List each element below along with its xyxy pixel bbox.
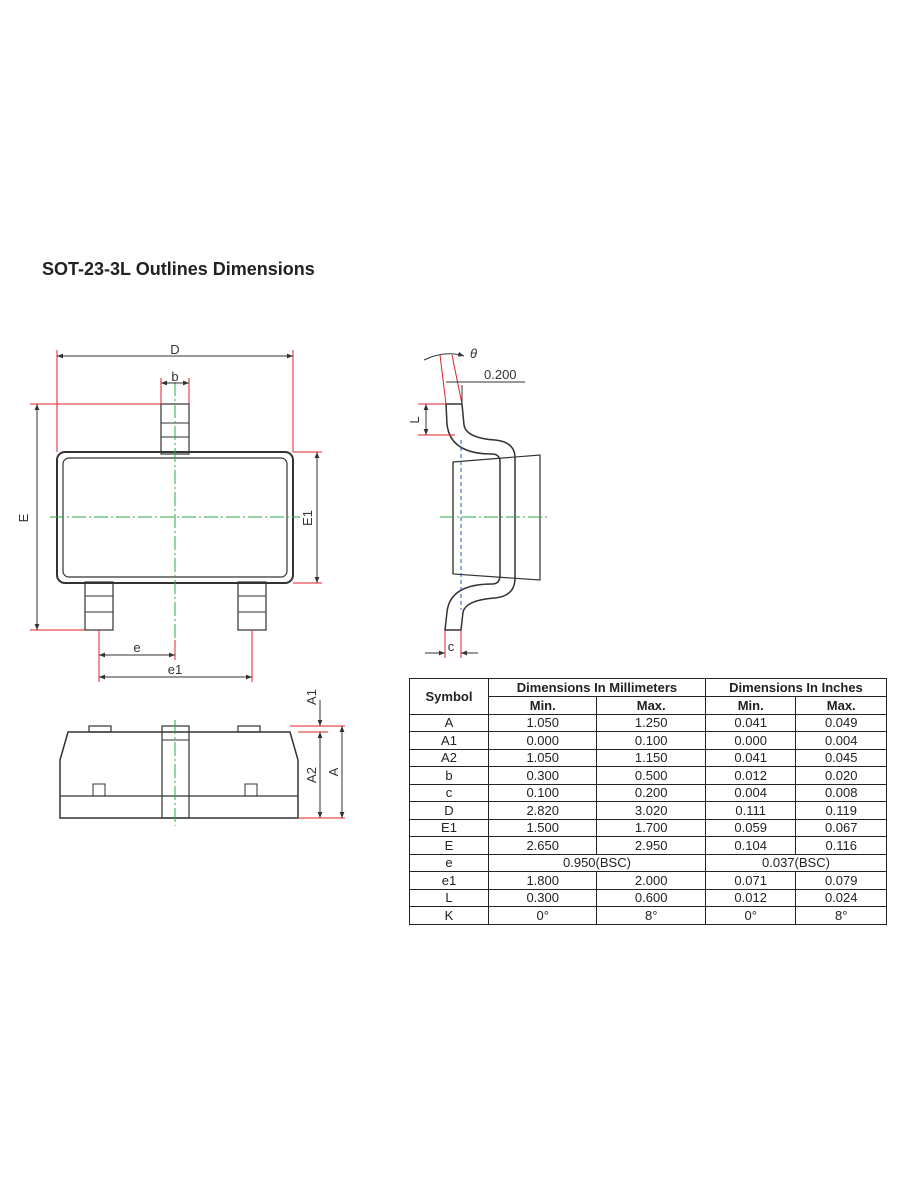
symbol-cell: b — [409, 766, 489, 785]
in-max-cell: 0.004 — [795, 731, 887, 750]
mm-bsc-cell: 0.950(BSC) — [488, 853, 706, 872]
mm-max-cell: 0.200 — [596, 783, 706, 802]
label-D: D — [170, 342, 179, 357]
symbol-cell: L — [409, 888, 489, 907]
label-e: e — [133, 640, 140, 655]
mm-min-cell: 2.820 — [487, 801, 598, 820]
in-min-cell: 0.071 — [704, 871, 797, 890]
mm-min-cell: 1.800 — [487, 871, 598, 890]
mm-max-cell: 3.020 — [596, 801, 706, 820]
mm-max-cell: 0.500 — [596, 766, 706, 785]
inch-header: Dimensions In Inches — [704, 678, 888, 697]
label-A2: A2 — [304, 767, 319, 783]
in-max-cell: 0.119 — [795, 801, 887, 820]
label-coplanarity: 0.200 — [484, 367, 517, 382]
mm-max-cell: 0.600 — [596, 888, 706, 907]
mm-max-cell: 8° — [596, 906, 706, 925]
mm-max-cell: 2.950 — [596, 836, 706, 855]
in-max-cell: 0.067 — [795, 818, 887, 837]
label-A1: A1 — [304, 689, 319, 705]
mm-max-cell: 2.000 — [596, 871, 706, 890]
in-min-header: Min. — [704, 696, 797, 715]
in-max-cell: 0.079 — [795, 871, 887, 890]
symbol-cell: A — [409, 713, 489, 732]
mm-min-cell: 0° — [487, 906, 598, 925]
dimensions-table: Symbol Dimensions In Millimeters Dimensi… — [409, 678, 888, 925]
in-min-cell: 0.012 — [704, 766, 797, 785]
mm-min-cell: 2.650 — [487, 836, 598, 855]
in-min-cell: 0.111 — [704, 801, 797, 820]
front-view: A1 A2 A — [59, 689, 345, 826]
in-min-cell: 0.059 — [704, 818, 797, 837]
in-max-cell: 0.049 — [795, 713, 887, 732]
symbol-cell: e — [409, 853, 489, 872]
mm-min-cell: 1.050 — [487, 748, 598, 767]
mm-min-cell: 0.300 — [487, 766, 598, 785]
in-max-cell: 0.045 — [795, 748, 887, 767]
in-min-cell: 0.041 — [704, 748, 797, 767]
in-min-cell: 0.012 — [704, 888, 797, 907]
label-c: c — [448, 639, 455, 654]
side-view: θ 0.200 L c — [407, 346, 548, 658]
in-max-header: Max. — [795, 696, 887, 715]
symbol-cell: E1 — [409, 818, 489, 837]
label-b: b — [171, 369, 178, 384]
mm-header: Dimensions In Millimeters — [488, 678, 706, 697]
symbol-cell: E — [409, 836, 489, 855]
mm-min-cell: 0.100 — [487, 783, 598, 802]
mm-max-cell: 1.700 — [596, 818, 706, 837]
front-body — [59, 731, 299, 819]
in-max-cell: 0.020 — [795, 766, 887, 785]
in-max-cell: 0.008 — [795, 783, 887, 802]
in-max-cell: 0.024 — [795, 888, 887, 907]
in-min-cell: 0.004 — [704, 783, 797, 802]
mm-max-header: Max. — [596, 696, 706, 715]
mm-max-cell: 0.100 — [596, 731, 706, 750]
top-view: D b E E1 e e1 — [16, 342, 322, 682]
symbol-cell: D — [409, 801, 489, 820]
page-title: SOT-23-3L Outlines Dimensions — [42, 259, 315, 279]
mm-min-cell: 1.050 — [487, 713, 598, 732]
mm-min-cell: 1.500 — [487, 818, 598, 837]
label-theta: θ — [470, 346, 477, 361]
in-min-cell: 0.041 — [704, 713, 797, 732]
label-E: E — [16, 513, 31, 522]
symbol-cell: K — [409, 906, 489, 925]
in-max-cell: 8° — [795, 906, 887, 925]
mm-max-cell: 1.150 — [596, 748, 706, 767]
mm-min-cell: 0.300 — [487, 888, 598, 907]
symbol-cell: c — [409, 783, 489, 802]
in-min-cell: 0.104 — [704, 836, 797, 855]
label-A: A — [326, 767, 341, 776]
symbol-cell: e1 — [409, 871, 489, 890]
symbol-cell: A1 — [409, 731, 489, 750]
in-min-cell: 0° — [704, 906, 797, 925]
symbol-cell: A2 — [409, 748, 489, 767]
in-min-cell: 0.000 — [704, 731, 797, 750]
mm-max-cell: 1.250 — [596, 713, 706, 732]
label-L: L — [407, 416, 422, 423]
bottom-left-pin — [84, 581, 114, 631]
symbol-header: Symbol — [409, 678, 489, 715]
in-max-cell: 0.116 — [795, 836, 887, 855]
mm-min-cell: 0.000 — [487, 731, 598, 750]
label-E1: E1 — [300, 510, 315, 526]
in-bsc-cell: 0.037(BSC) — [704, 853, 888, 872]
label-e1: e1 — [168, 662, 182, 677]
mm-min-header: Min. — [487, 696, 598, 715]
bottom-right-pin — [237, 581, 267, 631]
